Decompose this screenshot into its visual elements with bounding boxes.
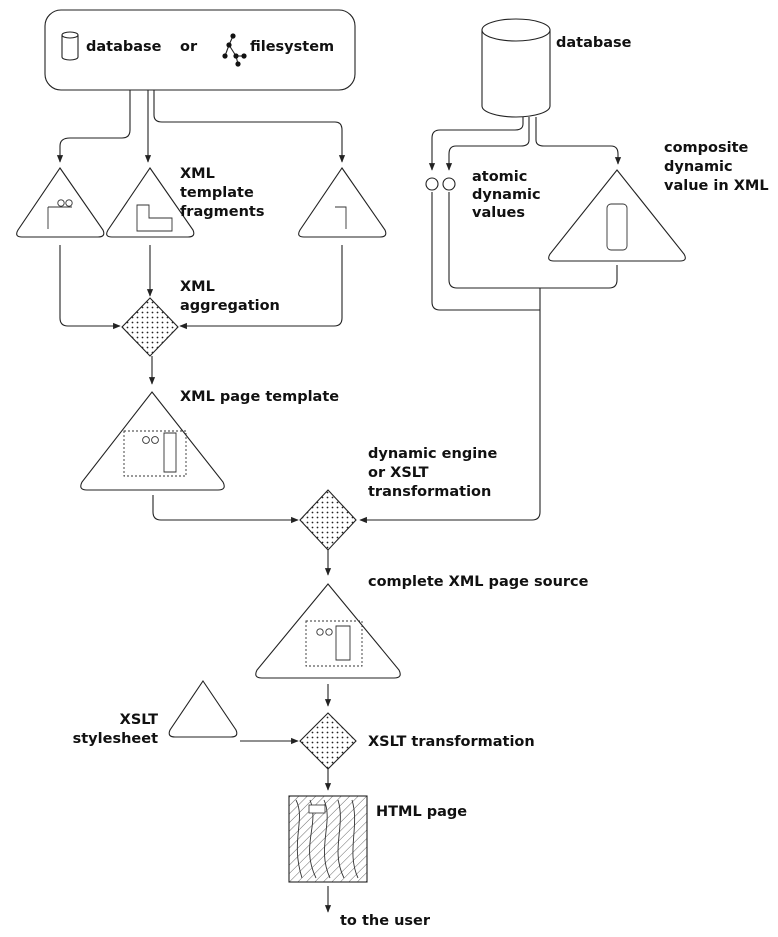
composite-label-1: composite (664, 140, 749, 156)
atomic-label-1: atomic (472, 169, 527, 185)
dynamic-engine-diamond (299, 489, 357, 551)
source-box: database or filesystem (44, 9, 356, 91)
aggregation-diamond (121, 297, 179, 357)
page-template-label: XML page template (180, 389, 339, 405)
fragment-triangle-2 (106, 167, 195, 238)
source-or-label: or (180, 39, 198, 55)
atomic-label-2: dynamic (472, 187, 541, 203)
engine-label-1: dynamic engine (368, 446, 497, 462)
source-filesystem-label: filesystem (250, 39, 334, 55)
fragment-triangle-3 (298, 167, 387, 238)
aggregation-label-2: aggregation (180, 298, 280, 314)
page-template-triangle (80, 391, 225, 491)
fragments-label-2: template (180, 185, 254, 201)
engine-label-3: transformation (368, 484, 491, 500)
engine-label-2: or XSLT (368, 465, 429, 481)
aggregation-label-1: XML (180, 279, 215, 295)
atomic-value-circle-2 (442, 177, 456, 191)
complete-source-label: complete XML page source (368, 574, 589, 590)
composite-label-3: value in XML (664, 178, 769, 194)
composite-label-2: dynamic (664, 159, 733, 175)
database-icon (61, 31, 79, 61)
database-label: database (556, 35, 632, 51)
source-to-fragments-connectors (56, 90, 346, 163)
fragments-to-aggregation-connectors (59, 245, 343, 330)
database-cylinder (481, 18, 551, 118)
composite-triangle (548, 169, 686, 262)
xslt-stylesheet-triangle (168, 680, 238, 738)
stylesheet-label-2: stylesheet (73, 731, 158, 747)
html-page-label: HTML page (376, 804, 467, 820)
atomic-label-3: values (472, 205, 525, 221)
complete-source-triangle (255, 583, 401, 679)
atomic-value-circle-1 (425, 177, 439, 191)
xslt-transformation-diamond (299, 712, 357, 770)
fragment-triangle-1 (16, 167, 105, 238)
database-connectors (428, 117, 622, 171)
filesystem-tree-icon (222, 33, 247, 67)
to-user-label: to the user (340, 913, 431, 929)
html-page-icon (288, 795, 368, 883)
values-to-engine-connectors (359, 192, 618, 524)
xslt-transformation-label: XSLT transformation (368, 734, 535, 750)
fragments-label-1: XML (180, 166, 215, 182)
template-to-engine-arrow (152, 495, 299, 524)
stylesheet-label-1: XSLT (120, 712, 158, 728)
fragments-label-3: fragments (180, 204, 264, 220)
source-database-label: database (86, 39, 162, 55)
